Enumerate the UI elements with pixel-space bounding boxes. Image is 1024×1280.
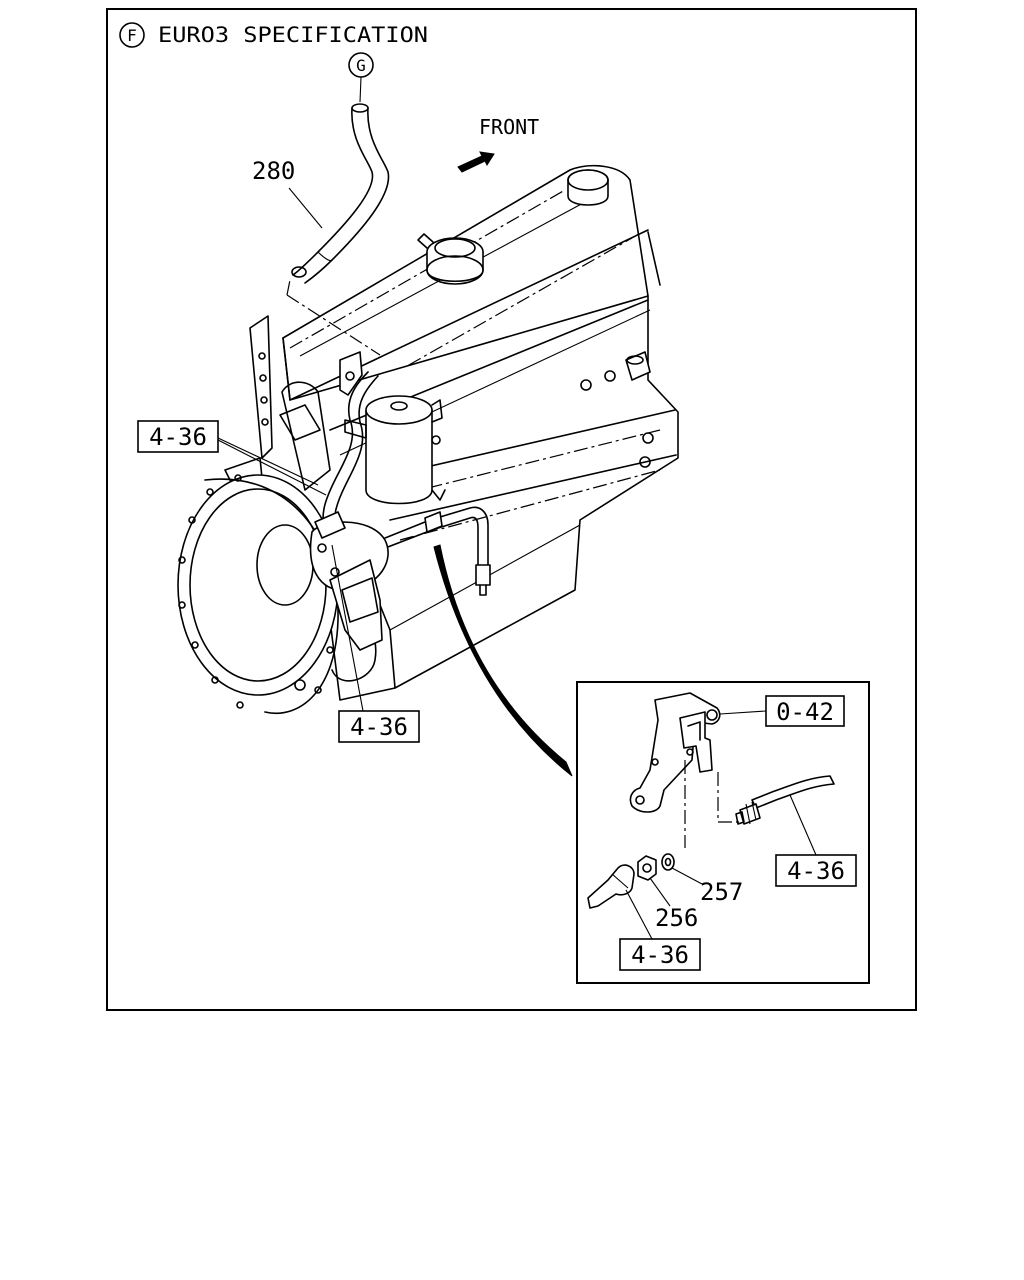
callout-ref-lower: 4-36: [331, 544, 420, 743]
inset-nut-label: 256: [655, 904, 698, 932]
callout-hose-leader: [288, 187, 323, 229]
detail-inset-frame: [576, 681, 870, 984]
inset-pipe-label: 4-36: [787, 857, 845, 885]
front-direction-label: FRONT: [479, 115, 539, 139]
diagram-title: EURO3 SPECIFICATION: [158, 23, 428, 47]
breather-hose: [291, 103, 390, 284]
callout-inset-bracket: 0-42: [719, 695, 845, 727]
inset-sensor-label: 4-36: [631, 941, 689, 969]
variant-marker: F: [119, 22, 145, 48]
ref-upper-left-label: 4-36: [149, 423, 207, 451]
callout-hose-label: 280: [252, 157, 295, 185]
ref-lower-label: 4-36: [350, 713, 408, 741]
callout-inset-sensor: 4-36: [619, 889, 701, 971]
diagram-frame: [106, 8, 917, 1011]
detail-inset-parts: [587, 692, 835, 909]
engine-assembly: [177, 164, 679, 777]
variant-letter: F: [127, 26, 137, 45]
inset-washer-label: 257: [700, 878, 743, 906]
callout-ref-upper-left: 4-36: [137, 420, 327, 496]
inset-bracket-label: 0-42: [776, 698, 834, 726]
callout-inset-pipe: 4-36: [775, 794, 857, 887]
connector-g-marker: G: [348, 52, 374, 103]
callout-inset-washer: 257: [671, 867, 743, 906]
connector-letter: G: [356, 56, 366, 75]
callout-inset-nut: 256: [649, 877, 698, 932]
front-arrow-icon: [457, 151, 495, 173]
